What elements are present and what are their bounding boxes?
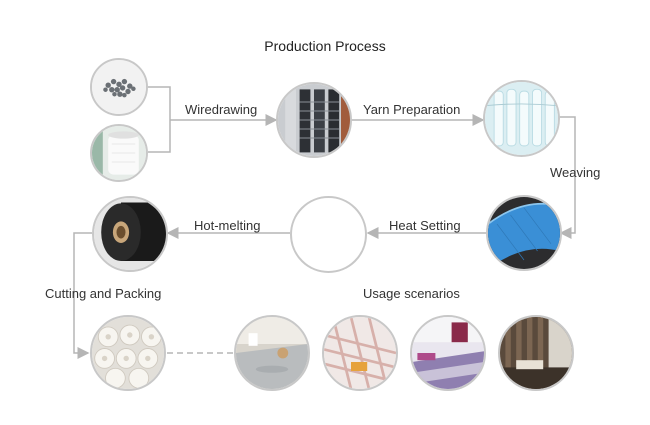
arrow-to-cutting	[73, 232, 92, 359]
empty-step-node	[290, 196, 367, 273]
label-hot-melting: Hot-melting	[194, 218, 261, 233]
arrow-to-heat-setting	[559, 116, 576, 239]
label-usage-scenarios: Usage scenarios	[363, 286, 460, 301]
wiredrawing-image	[276, 82, 352, 158]
hot-melting-roll-image	[92, 196, 168, 272]
label-yarn-preparation: Yarn Preparation	[363, 102, 461, 117]
white-yarn-image	[90, 124, 148, 182]
label-cutting-packing: Cutting and Packing	[45, 286, 162, 301]
label-weaving: Weaving	[550, 165, 601, 180]
usage-mesh-image	[322, 315, 398, 391]
usage-interior-image	[498, 315, 574, 391]
page-title: Production Process	[264, 38, 386, 54]
raw-material-bracket	[148, 86, 171, 153]
usage-office-carpet-image	[410, 315, 486, 391]
pellets-image	[90, 58, 148, 116]
label-wiredrawing: Wiredrawing	[185, 102, 258, 117]
heat-setting-image	[486, 195, 562, 271]
yarn-preparation-image	[483, 80, 560, 157]
usage-lobby-image	[234, 315, 310, 391]
packed-rolls-image	[90, 315, 166, 391]
label-heat-setting: Heat Setting	[389, 218, 461, 233]
